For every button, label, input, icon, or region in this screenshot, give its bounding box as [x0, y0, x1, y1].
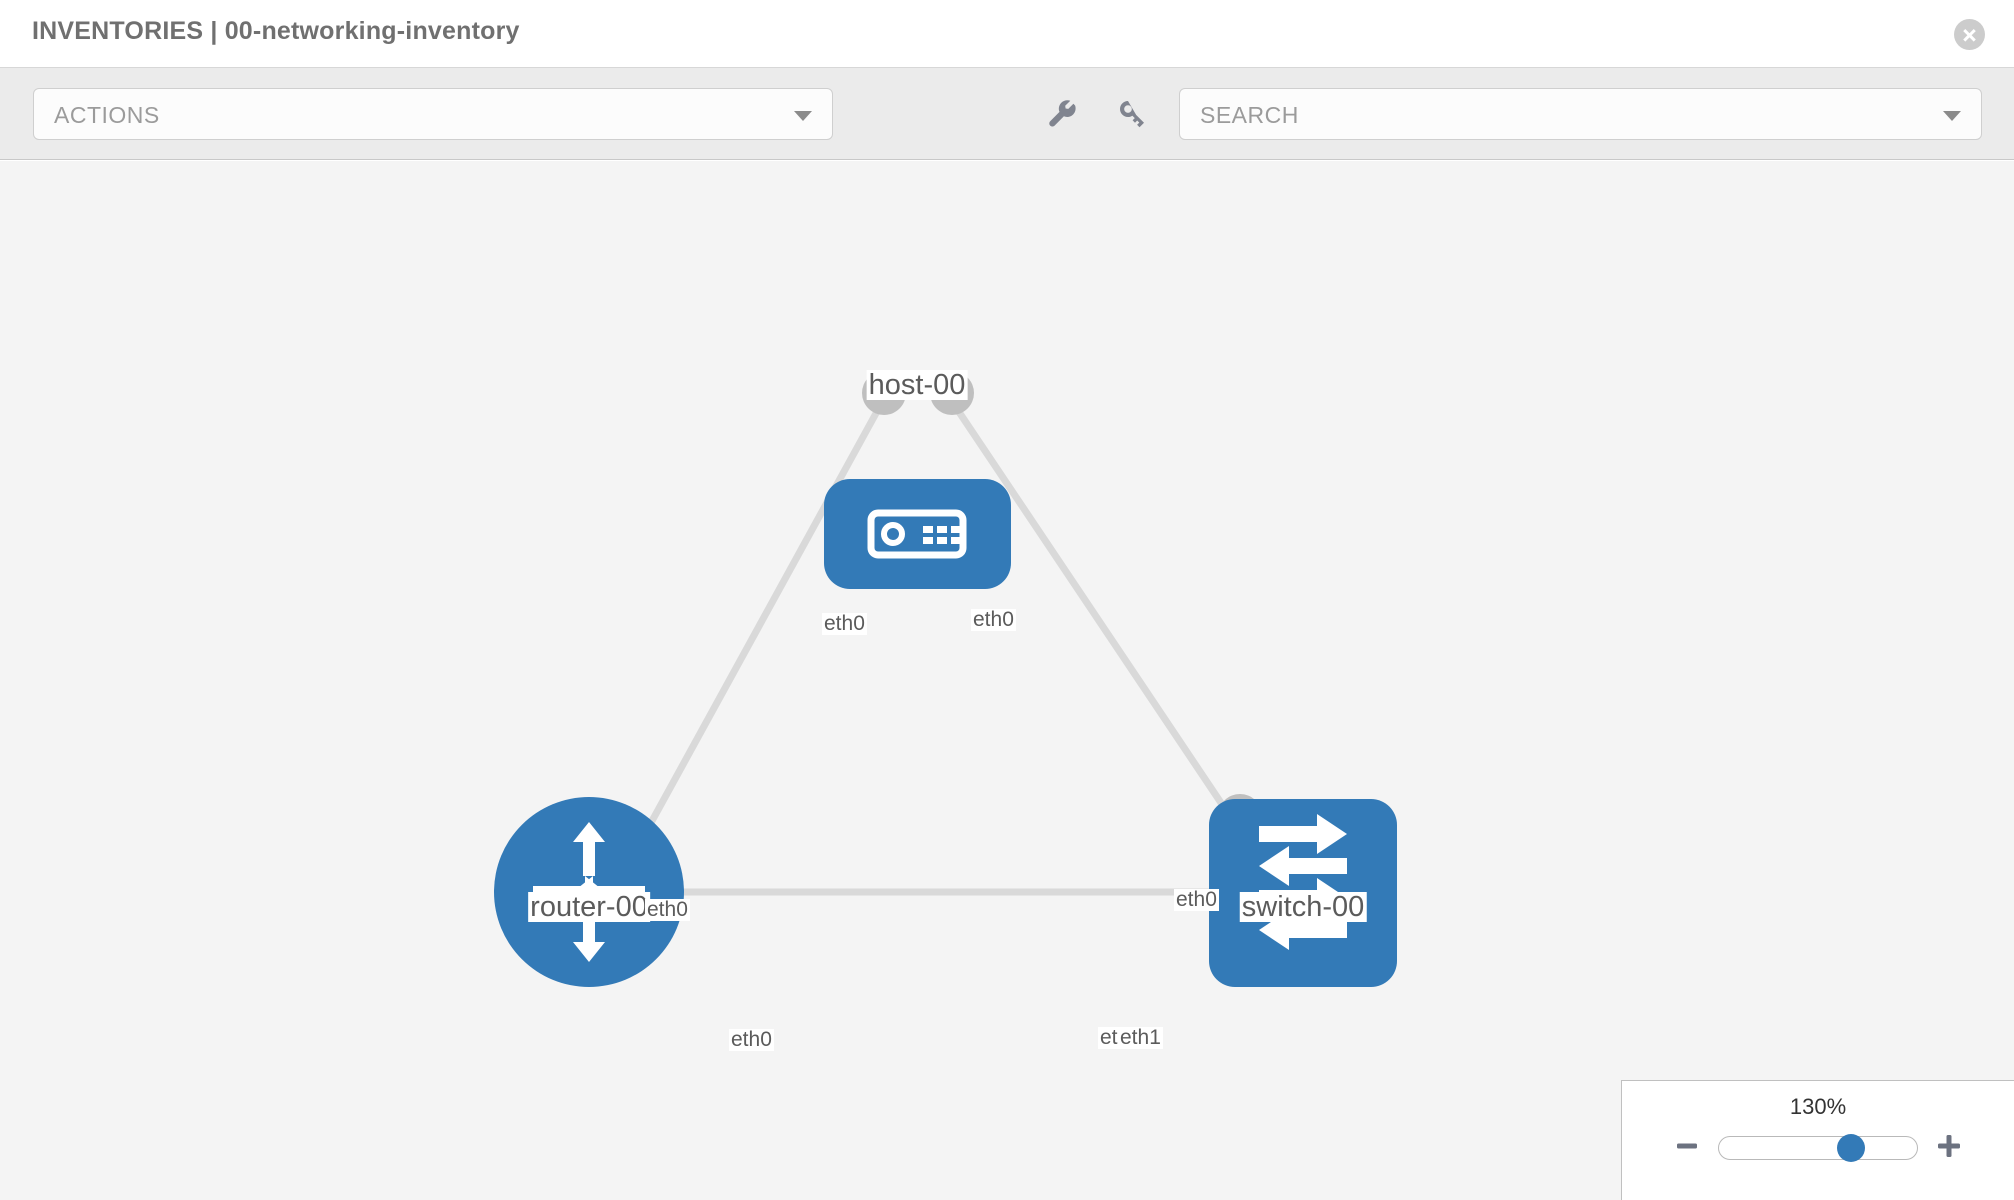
zoom-slider[interactable] [1718, 1134, 1918, 1162]
chevron-down-icon [794, 111, 812, 121]
toolbar: ACTIONS SEARCH [0, 68, 2014, 160]
key-icon[interactable] [1109, 92, 1153, 136]
interface-label: eth0 [822, 612, 867, 636]
interface-label: eth0 [971, 608, 1016, 632]
search-input[interactable]: SEARCH [1179, 88, 1982, 140]
topology-graph [494, 371, 1397, 987]
interface-label: eth0 [729, 1028, 774, 1052]
zoom-control-panel: 130% [1621, 1080, 2014, 1200]
node-host-00[interactable] [824, 479, 1011, 589]
wrench-icon[interactable] [1040, 92, 1084, 136]
topology-connectors [633, 371, 1262, 914]
interface-label: eth0 [1174, 888, 1219, 912]
link-host00-switch00 [952, 404, 1263, 863]
topology-canvas[interactable]: host-00 router-00 switch-00 eth0 eth0 eth0 eth… [0, 161, 2014, 1200]
plus-icon [1936, 1133, 1962, 1164]
node-label-switch-00: switch-00 [1239, 891, 1367, 923]
minus-icon [1675, 1134, 1699, 1163]
zoom-out-button[interactable] [1670, 1131, 1704, 1165]
actions-dropdown-label: ACTIONS [54, 102, 160, 128]
close-icon [1961, 26, 1978, 43]
node-label-host-00: host-00 [866, 369, 968, 401]
slider-thumb[interactable] [1836, 1134, 1865, 1162]
page-title: INVENTORIES | 00-networking-inventory [32, 17, 520, 45]
close-button[interactable] [1954, 19, 1985, 50]
interface-label: eth1 [1118, 1026, 1163, 1050]
actions-dropdown[interactable]: ACTIONS [33, 88, 833, 140]
topology-links [626, 404, 1263, 896]
interface-label: eth0 [645, 898, 690, 922]
zoom-in-button[interactable] [1932, 1131, 1966, 1165]
node-label-router-00: router-00 [528, 891, 650, 923]
search-placeholder: SEARCH [1200, 102, 1299, 128]
zoom-percent-label: 130% [1789, 1094, 1847, 1119]
page-header: INVENTORIES | 00-networking-inventory [0, 0, 2014, 68]
chevron-down-icon [1943, 111, 1961, 121]
